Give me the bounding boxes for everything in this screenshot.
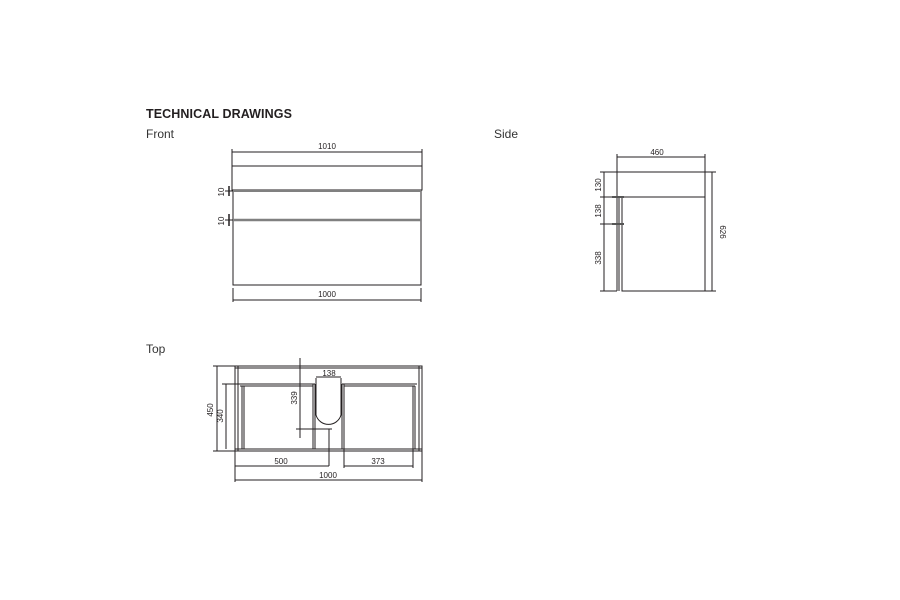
front-view-label: Front (146, 127, 175, 141)
dim-top-total-width: 1000 (319, 471, 337, 480)
dim-top-basin-width: 138 (322, 369, 336, 378)
dim-top-basin-depth: 339 (290, 391, 299, 405)
dim-side-total-height: 626 (718, 225, 727, 239)
dim-side-lower-height: 338 (594, 251, 603, 265)
top-view-label: Top (146, 342, 166, 356)
dim-side-drawer-height: 138 (594, 204, 603, 218)
dim-side-depth: 460 (650, 148, 664, 157)
dim-top-left-offset: 500 (274, 457, 288, 466)
dim-top-outer-depth: 450 (206, 403, 215, 417)
top-view-drawing (213, 358, 423, 482)
dim-top-right-offset: 373 (371, 457, 385, 466)
side-view-label: Side (494, 127, 519, 141)
page-title: TECHNICAL DRAWINGS (146, 107, 293, 121)
dim-top-inner-depth: 340 (216, 409, 225, 423)
front-view-drawing (225, 149, 423, 302)
dim-front-gap2: 10 (217, 216, 226, 225)
dim-front-top-width: 1010 (318, 142, 336, 151)
dim-front-gap1: 10 (217, 187, 226, 196)
side-view-drawing (600, 154, 716, 292)
dim-side-top-height: 130 (594, 178, 603, 192)
dim-front-bottom-width: 1000 (318, 290, 336, 299)
